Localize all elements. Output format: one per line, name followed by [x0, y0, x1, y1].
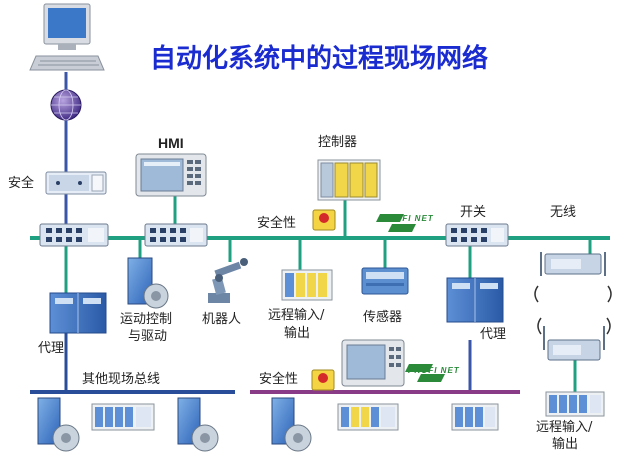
robot-label: 机器人 — [202, 312, 242, 327]
drive-icon — [127, 257, 169, 309]
diagram-title: 自动化系统中的过程现场网络 — [150, 44, 489, 74]
safety-label: 安全性 — [257, 216, 297, 231]
drive-icon — [37, 397, 80, 452]
remote-io-label: 远程输入/ — [536, 420, 593, 435]
safety-box-icon — [45, 171, 107, 195]
proxy-cabinet-icon — [49, 292, 107, 334]
profinet-logo — [376, 214, 430, 232]
switch-label: 开关 — [460, 205, 487, 220]
drive-icon — [271, 397, 312, 452]
motion-control-label: 运动控制 — [120, 312, 173, 327]
wireless-device-icon — [537, 317, 611, 361]
hmi-panel-icon — [341, 339, 405, 387]
io-module-icon — [91, 403, 155, 431]
profinet-logo-text: PROFI NET — [408, 366, 460, 375]
io-module-icon — [451, 403, 499, 431]
robot-icon — [208, 258, 248, 303]
controller-rack-icon — [317, 159, 381, 201]
safety-label: 安全 — [8, 176, 35, 191]
switch-icon — [144, 223, 208, 247]
globe-icon — [50, 89, 82, 121]
other-fieldbus-label: 其他现场总线 — [82, 372, 161, 387]
wireless-label: 无线 — [550, 205, 577, 220]
proxy-label: 代理 — [38, 341, 65, 356]
io-module-icon — [337, 403, 399, 431]
safety-label: 安全性 — [259, 372, 299, 387]
switch-icon — [39, 223, 109, 247]
remote-io-label: 输出 — [284, 326, 311, 341]
profinet-logo — [405, 364, 445, 382]
controller-label: 控制器 — [318, 135, 358, 150]
sensor-icon — [361, 267, 409, 295]
remote-io-label: 远程输入/ — [268, 308, 325, 323]
emergency-button-icon — [311, 369, 335, 391]
motion-control-label: 与驱动 — [128, 329, 168, 344]
computer-icon — [29, 3, 105, 71]
hmi-label: HMI — [158, 135, 184, 151]
switch-icon — [445, 223, 509, 247]
hmi-panel-icon — [135, 153, 207, 197]
remote-io-label: 输出 — [552, 437, 579, 452]
io-module-icon — [545, 391, 605, 417]
emergency-button-icon — [312, 209, 336, 231]
io-module-icon — [281, 269, 333, 301]
profinet-logo-text: PROFI NET — [382, 214, 434, 223]
bus-lines — [30, 72, 610, 394]
wireless-device-icon — [534, 252, 612, 303]
drive-icon — [177, 397, 219, 452]
proxy-cabinet-icon — [446, 277, 504, 323]
sensor-label: 传感器 — [363, 310, 403, 325]
proxy-label: 代理 — [480, 327, 507, 342]
